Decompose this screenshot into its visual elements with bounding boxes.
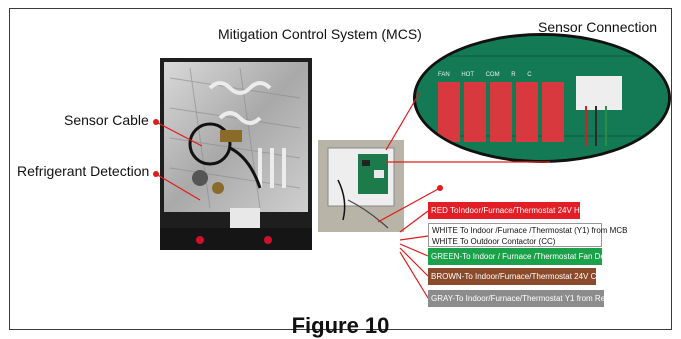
board-label-c: C xyxy=(527,72,532,78)
wire-tag-green: GREEN-To Indoor / Furnace /Thermostat Fa… xyxy=(428,248,620,265)
board-label-fan: FAN xyxy=(438,72,450,78)
sensor-cable-leader xyxy=(155,121,203,147)
refrigerant-detection-label: Refrigerant Detection xyxy=(17,163,150,179)
tag-leader-green xyxy=(399,243,429,257)
sensor-cable-label: Sensor Cable xyxy=(64,112,149,128)
refrigerant-detection-leader xyxy=(155,173,201,201)
wire-tag-gray-text: GRAY-To Indoor/Furnace/Thermostat Y1 fro… xyxy=(431,294,616,303)
board-label-r: R xyxy=(511,72,516,78)
tag-leader-white xyxy=(399,235,429,241)
coil-illustration xyxy=(160,62,312,250)
wire-tag-white-text-2: WHITE To Outdoor Contactor (CC) xyxy=(432,237,556,246)
wire-tag-green-text: GREEN-To Indoor / Furnace /Thermostat Fa… xyxy=(431,252,620,261)
board-label-hot: HOT xyxy=(461,72,474,78)
indoor-coil-photo xyxy=(160,58,312,250)
figure-caption: Figure 10 xyxy=(291,313,390,338)
wiring-dot xyxy=(437,185,443,191)
gray-dot-leader xyxy=(377,187,441,223)
wire-tag-white: WHITE To Indoor /Furnace /Thermostat (Y1… xyxy=(428,223,628,247)
sensor-cable-dot xyxy=(153,119,159,125)
wire-tag-white-text-1: WHITE To Indoor /Furnace /Thermostat (Y1… xyxy=(432,226,628,235)
wire-tag-brown: BROWN-To Indoor/Furnace/Thermostat 24V C… xyxy=(428,268,623,285)
tag-leader-gray xyxy=(399,251,429,299)
refrigerant-detection-dot xyxy=(153,171,159,177)
board-closeup xyxy=(416,36,668,160)
wire-tag-red: RED ToIndoor/Furnace/Thermostat 24V HOT … xyxy=(428,202,604,219)
tag-leader-brown xyxy=(399,247,429,277)
mcs-board-illustration xyxy=(327,147,395,229)
mcs-board-photo xyxy=(318,140,404,232)
board-label-com: COM xyxy=(485,72,500,78)
wire-tag-brown-text: BROWN-To Indoor/Furnace/Thermostat 24V C… xyxy=(431,272,623,281)
mcs-title: Mitigation Control System (MCS) xyxy=(218,26,422,42)
wire-tag-red-text: RED ToIndoor/Furnace/Thermostat 24V HOT … xyxy=(431,206,605,215)
wire-tag-gray: GRAY-To Indoor/Furnace/Thermostat Y1 fro… xyxy=(428,290,615,307)
mcs-to-zoom-leader-top xyxy=(385,91,421,151)
sensor-connection-title: Sensor Connection xyxy=(538,19,658,35)
tag-leader-red xyxy=(399,210,429,233)
